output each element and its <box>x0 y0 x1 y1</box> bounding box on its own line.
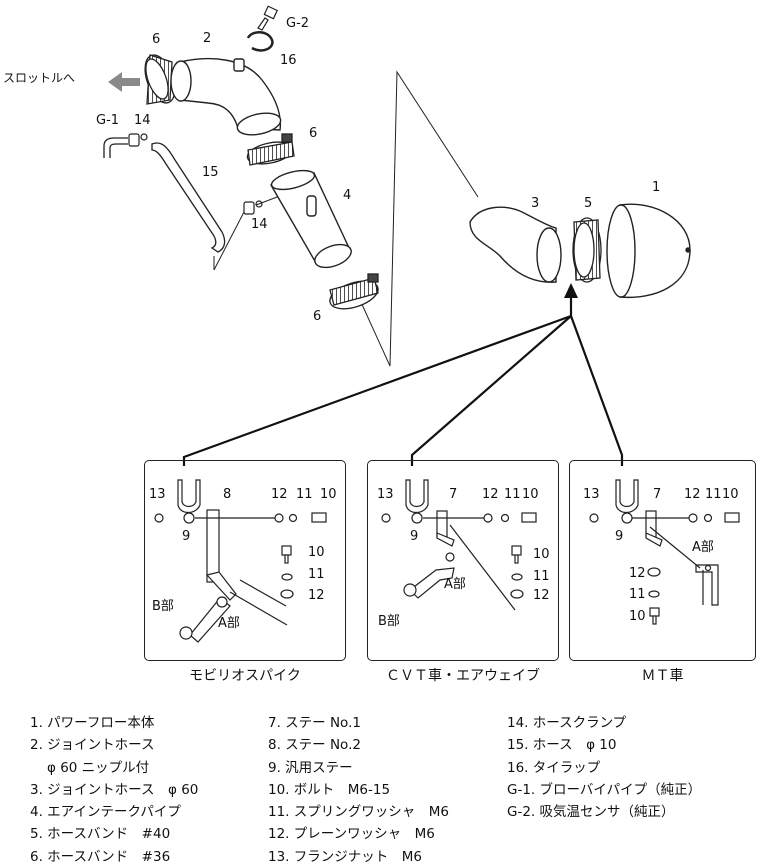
legend-item: G-1. ブローバイパイプ（純正） <box>507 781 702 798</box>
callout-2: 2 <box>203 31 212 46</box>
legend-item: 3. ジョイントホース φ 60 <box>30 781 199 798</box>
callout-6-bottom: 6 <box>313 309 322 324</box>
legend-col-3: 14. ホースクランプ 15. ホース φ 10 16. タイラップ G-1. … <box>507 712 701 823</box>
panel-cvt-airwave <box>367 460 559 661</box>
callout-6-mid: 6 <box>309 126 318 141</box>
panel3-label-7: 7 <box>653 487 662 502</box>
panel1-label-b: B部 <box>152 599 174 614</box>
panel2-label-9: 9 <box>410 529 419 544</box>
callout-1: 1 <box>652 180 661 195</box>
panel2-label-12: 12 <box>482 487 499 502</box>
callout-14-mid: 14 <box>251 217 268 232</box>
panel2-label-7: 7 <box>449 487 458 502</box>
panel3-side-12: 12 <box>629 566 646 581</box>
joint-hose-3 <box>469 206 562 283</box>
legend-col-2: 7. ステー No.1 8. ステー No.2 9. 汎用ステー 10. ボルト… <box>268 712 449 868</box>
tie-wrap-16 <box>246 31 274 52</box>
legend-item: 4. エアインテークパイプ <box>30 804 181 821</box>
legend-item: φ 60 ニップル付 <box>47 759 150 776</box>
legend-item: 13. フランジナット M6 <box>268 848 422 865</box>
panel1-label-a: A部 <box>218 616 240 631</box>
hose-clamp-14 <box>128 133 263 215</box>
panel1-label-12: 12 <box>271 487 288 502</box>
callout-4: 4 <box>343 188 352 203</box>
panel1-label-9: 9 <box>182 529 191 544</box>
callout-G2: G-2 <box>286 16 310 31</box>
panel3-label-12: 12 <box>684 487 701 502</box>
panel3-label-13: 13 <box>583 487 600 502</box>
legend-item: G-2. 吸気温センサ（純正） <box>507 804 675 821</box>
panel1-side-12: 12 <box>308 588 325 603</box>
legend-item: 2. ジョイントホース <box>30 737 155 754</box>
hose-band-6-top <box>144 54 176 105</box>
panel2-label-b: B部 <box>378 614 400 629</box>
legend-item: 15. ホース φ 10 <box>507 737 617 754</box>
callout-3: 3 <box>531 196 540 211</box>
callout-14-top: 14 <box>134 113 151 128</box>
panel3-parts <box>589 479 740 625</box>
hose-15 <box>151 142 226 253</box>
hose-band-6-bottom <box>329 273 379 310</box>
air-intake-pipe-4 <box>269 169 352 269</box>
panel2-label-a: A部 <box>444 577 466 592</box>
legend-col-1: 1. パワーフロー本体 2. ジョイントホース φ 60 ニップル付 3. ジョ… <box>30 712 198 868</box>
panel3-label-9: 9 <box>615 529 624 544</box>
panel1-caption: モビリオスパイク <box>189 668 301 684</box>
direction-label: スロットルへ <box>3 71 76 85</box>
panel2-side-10: 10 <box>533 547 550 562</box>
panel1-side-10: 10 <box>308 545 325 560</box>
panel2-side-11: 11 <box>533 569 550 584</box>
legend-item: 16. タイラップ <box>507 759 601 776</box>
panel3-label-10: 10 <box>722 487 739 502</box>
intake-sensor-G2 <box>257 5 279 31</box>
pointer-lines <box>182 296 624 466</box>
callout-16: 16 <box>280 53 297 68</box>
panel1-side-11: 11 <box>308 567 325 582</box>
legend-item: 9. 汎用ステー <box>268 759 353 776</box>
pointer-arrowhead <box>564 283 578 298</box>
panel1-label-11: 11 <box>296 487 313 502</box>
hose-band-5 <box>572 217 602 283</box>
legend-item: 11. スプリングワッシャ M6 <box>268 804 449 821</box>
callout-15: 15 <box>202 165 219 180</box>
legend-item: 6. ホースバンド #36 <box>30 848 171 865</box>
legend-item: 1. パワーフロー本体 <box>30 715 155 731</box>
panel3-label-a: A部 <box>692 540 714 555</box>
hose-band-6-mid <box>246 133 295 166</box>
panel3-side-10: 10 <box>629 609 646 624</box>
panel2-parts <box>381 479 537 611</box>
callout-6-top: 6 <box>152 32 161 47</box>
panel1-label-8: 8 <box>223 487 232 502</box>
air-filter-1 <box>606 203 691 299</box>
panel2-caption: ＣＶＴ車・エアウェイブ <box>386 668 540 684</box>
panel2-label-10: 10 <box>522 487 539 502</box>
panel2-label-11: 11 <box>504 487 521 502</box>
panel1-label-10: 10 <box>320 487 337 502</box>
legend-item: 8. ステー No.2 <box>268 737 361 754</box>
legend-item: 7. ステー No.1 <box>268 715 361 731</box>
panel-mt <box>569 460 756 661</box>
panel1-parts <box>154 479 327 643</box>
blow-by-pipe-G1 <box>103 137 128 158</box>
joint-hose-2 <box>170 57 282 136</box>
panel1-label-13: 13 <box>149 487 166 502</box>
panel2-side-12: 12 <box>533 588 550 603</box>
direction-arrow <box>108 72 140 92</box>
legend-item: 14. ホースクランプ <box>507 715 627 731</box>
panel2-label-13: 13 <box>377 487 394 502</box>
panel3-side-11: 11 <box>629 587 646 602</box>
legend-item: 5. ホースバンド #40 <box>30 826 171 843</box>
legend-item: 12. プレーンワッシャ M6 <box>268 826 435 843</box>
panel3-label-11: 11 <box>705 487 722 502</box>
callout-5: 5 <box>584 196 593 211</box>
panel-mobilio-spike <box>144 460 346 661</box>
legend-item: 10. ボルト M6-15 <box>268 781 391 798</box>
callout-G1: G-1 <box>96 113 120 128</box>
panel3-caption: ＭＴ車 <box>641 668 684 684</box>
